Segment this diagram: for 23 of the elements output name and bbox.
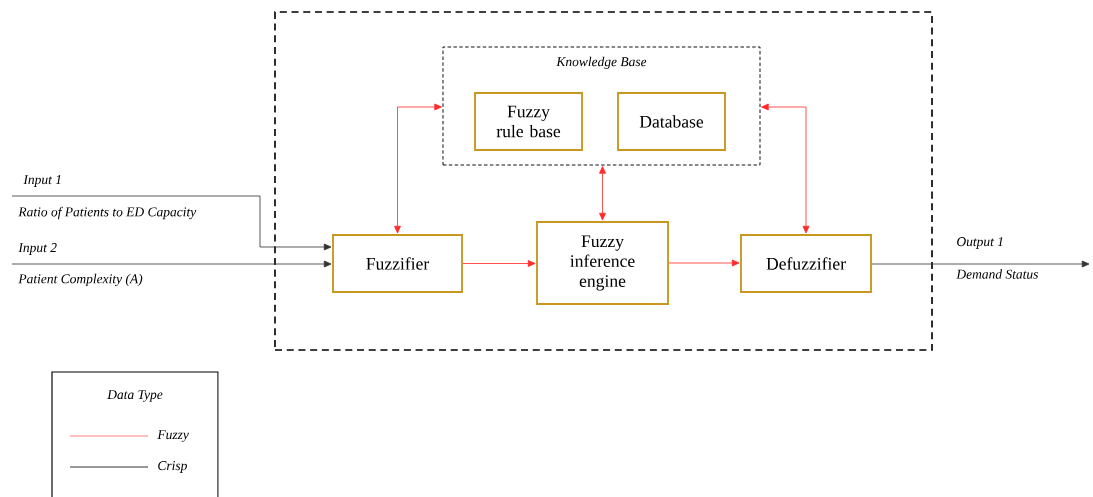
text-label: Ratio of Patients to ED Capacity <box>18 206 197 220</box>
edge-label: Input 1 <box>23 175 61 187</box>
arrow <box>462 260 536 267</box>
arrow <box>599 166 606 221</box>
legend-title: Data Type <box>107 390 163 402</box>
arrow <box>871 260 1090 268</box>
arrow <box>394 103 442 234</box>
arrow <box>668 259 740 267</box>
arrow <box>11 260 332 268</box>
process-box: Fuzzy rule base <box>474 92 583 151</box>
process-box: Defuzzifier <box>740 234 872 293</box>
edge-label: Output 1 <box>957 237 1003 249</box>
edge-label: Input 2 <box>18 243 57 255</box>
process-box: Fuzzifier <box>332 234 463 293</box>
process-box: Database <box>617 92 726 151</box>
dashed-frame <box>274 11 933 351</box>
legend-label: Fuzzy <box>157 430 189 442</box>
arrow <box>761 103 810 234</box>
process-box: Fuzzy inference engine <box>536 221 669 305</box>
text-label: Demand Status <box>956 269 1038 279</box>
arrow <box>11 195 332 251</box>
text-label: Patient Complexity (A) <box>18 273 143 287</box>
legend-label: Crisp <box>158 461 187 473</box>
